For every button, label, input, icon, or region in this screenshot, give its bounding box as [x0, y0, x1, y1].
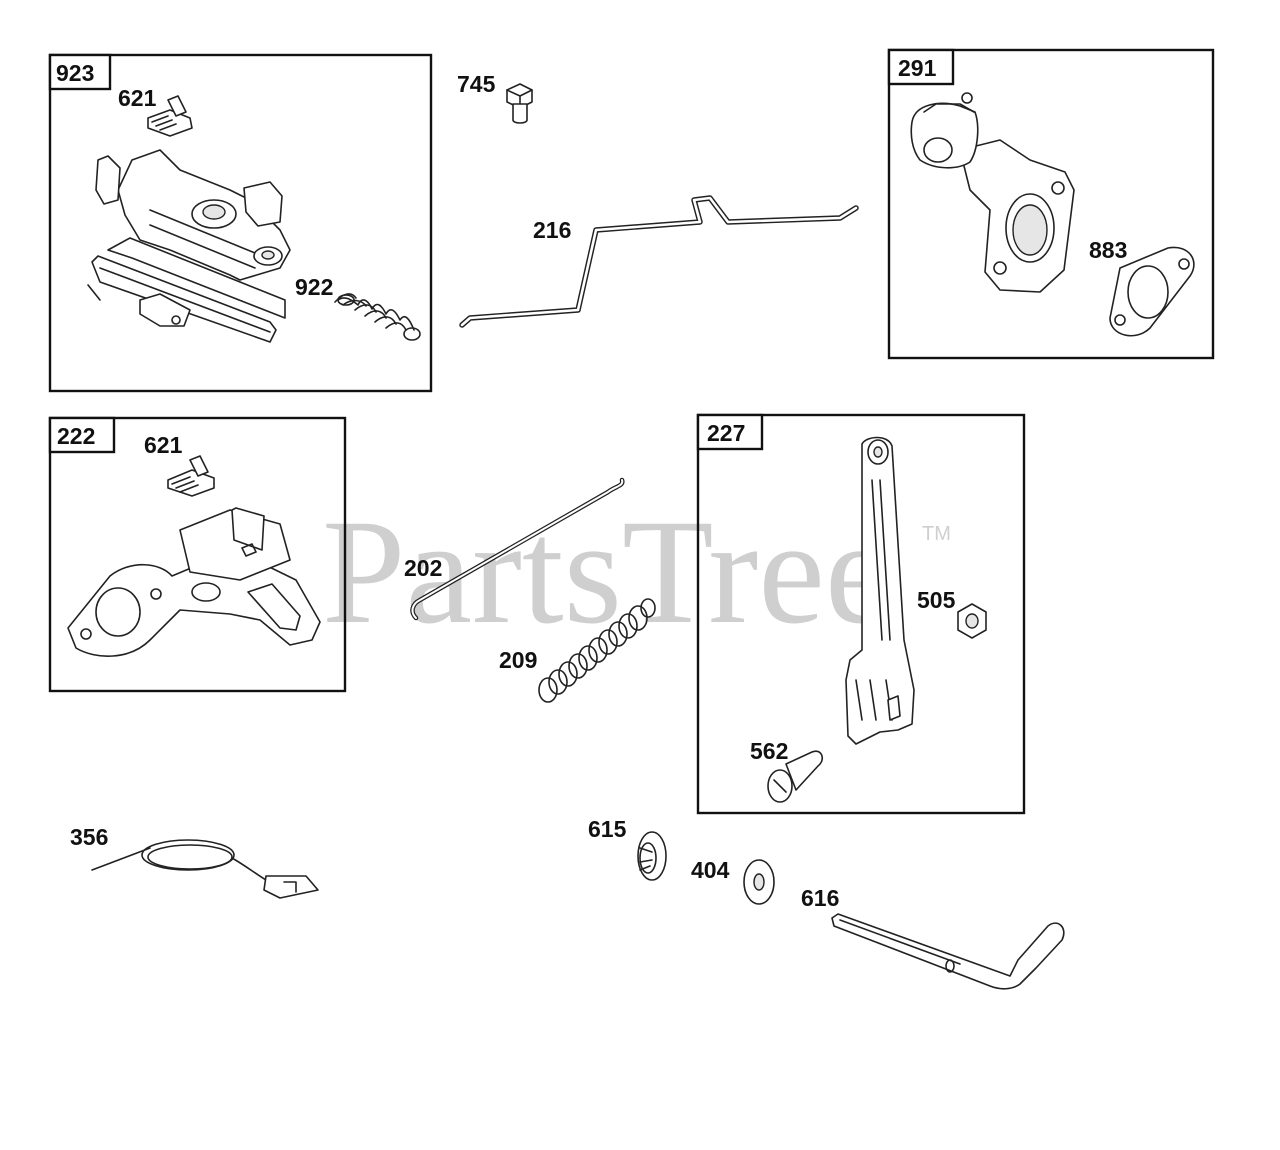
part-922-spring-drawing: [334, 293, 421, 341]
group-227[interactable]: 227 505 562: [696, 413, 1026, 815]
part-621-label-2[interactable]: 621: [144, 432, 183, 458]
part-621-label[interactable]: 621: [118, 85, 157, 111]
part-202-label[interactable]: 202: [404, 555, 442, 581]
part-616-shaft[interactable]: 616: [801, 885, 1065, 990]
part-883-label[interactable]: 883: [1089, 237, 1127, 263]
part-615-grommet[interactable]: 615: [588, 816, 667, 881]
group-291-label: 291: [898, 55, 937, 81]
group-222-label: 222: [57, 423, 95, 449]
part-615-label[interactable]: 615: [588, 816, 627, 842]
governor-lever-drawing: [845, 436, 915, 745]
air-vane-bracket-drawing: [910, 92, 1075, 293]
part-922-label[interactable]: 922: [295, 274, 333, 300]
part-505-label[interactable]: 505: [917, 587, 956, 613]
wire-coil-drawing: [91, 839, 319, 899]
part-404-label[interactable]: 404: [691, 857, 730, 883]
part-883-gasket-drawing: [1109, 246, 1195, 337]
part-621-clip-drawing: [147, 95, 193, 137]
watermark-trademark: TM: [922, 523, 951, 545]
part-209-label[interactable]: 209: [499, 647, 537, 673]
part-356-wire[interactable]: 356: [70, 824, 319, 899]
governor-bracket-drawing: [67, 507, 321, 657]
part-216-rod[interactable]: 216: [459, 195, 859, 328]
part-745-bolt[interactable]: 745: [457, 71, 533, 124]
part-202-link[interactable]: 202: [404, 477, 625, 621]
group-291[interactable]: 291 883: [887, 48, 1215, 360]
group-923-label: 923: [56, 60, 94, 86]
part-216-label[interactable]: 216: [533, 217, 571, 243]
control-bracket-drawing: [87, 149, 291, 343]
part-404-washer[interactable]: 404: [691, 857, 775, 905]
part-562-pin-drawing: [767, 750, 824, 803]
group-923[interactable]: 923: [48, 53, 433, 393]
part-562-label[interactable]: 562: [750, 738, 788, 764]
group-222[interactable]: 222 621: [48, 416, 347, 693]
part-505-nut-drawing: [957, 603, 987, 639]
part-616-label[interactable]: 616: [801, 885, 839, 911]
group-227-label: 227: [707, 420, 745, 446]
part-621-clip-drawing-2: [167, 455, 215, 497]
part-356-label[interactable]: 356: [70, 824, 108, 850]
part-745-label[interactable]: 745: [457, 71, 496, 97]
watermark: PartsTree: [322, 489, 891, 655]
spring-coils: [538, 598, 656, 703]
part-209-spring[interactable]: 209: [499, 598, 656, 703]
